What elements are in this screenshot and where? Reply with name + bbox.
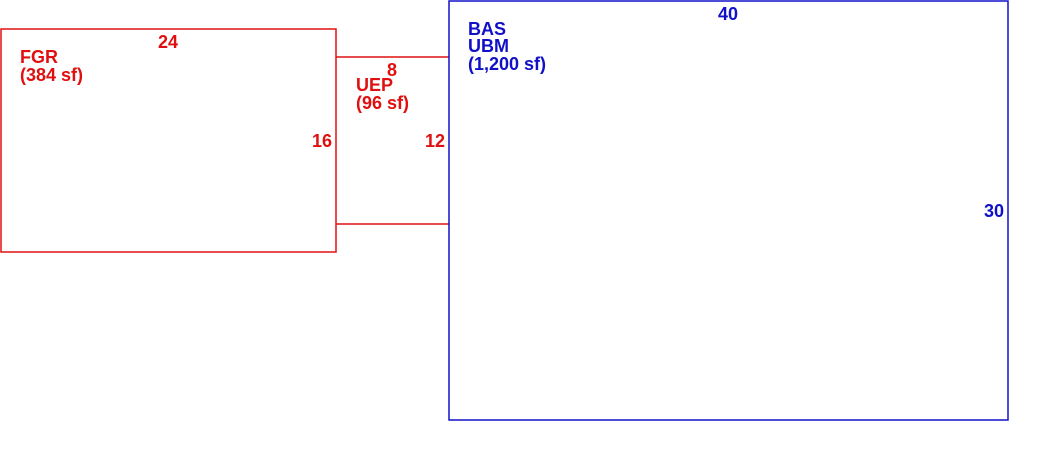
garage-width-dimension: 24	[158, 32, 178, 52]
main-width-dimension: 40	[718, 4, 738, 24]
porch-width-dimension: 8	[387, 60, 397, 80]
main-area: (1,200 sf)	[468, 54, 546, 74]
garage-code: FGR	[20, 47, 58, 67]
porch-area: (96 sf)	[356, 93, 409, 113]
garage-outline	[0, 28, 337, 253]
main-outline	[448, 0, 1009, 421]
garage-depth-dimension: 16	[312, 131, 332, 151]
main-depth-dimension: 30	[984, 201, 1004, 221]
main-code-bas: BAS	[468, 19, 506, 39]
garage-area: (384 sf)	[20, 65, 83, 85]
porch-code: UEP	[356, 75, 393, 95]
porch-depth-dimension: 12	[425, 131, 445, 151]
main-code-ubm: UBM	[468, 36, 509, 56]
